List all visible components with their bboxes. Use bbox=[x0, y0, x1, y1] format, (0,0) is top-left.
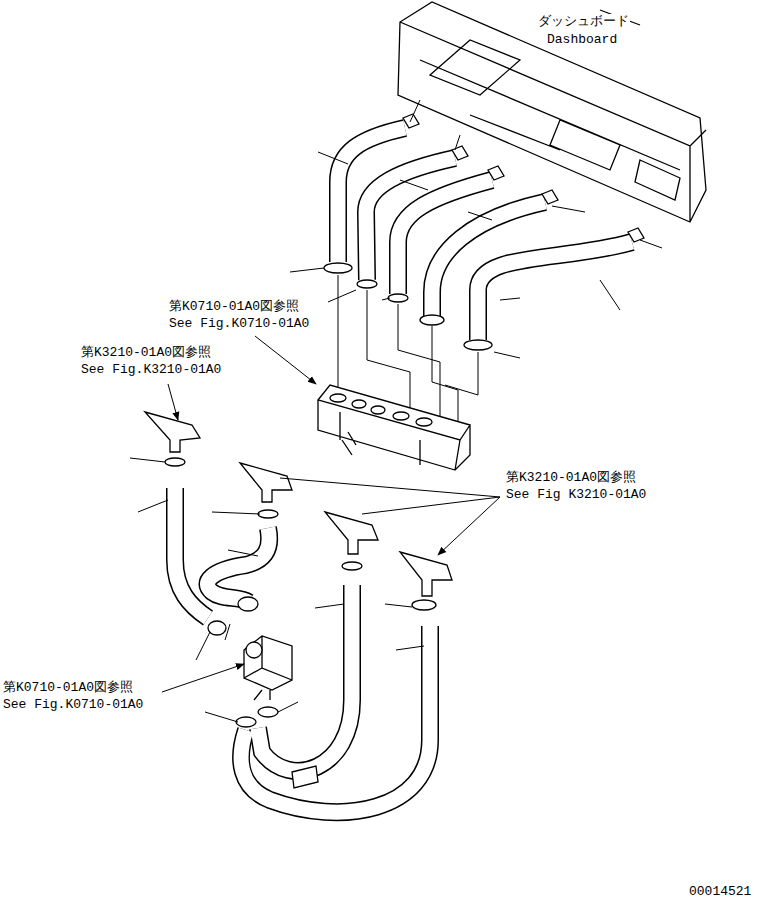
hose bbox=[478, 242, 632, 340]
valve bbox=[244, 636, 318, 788]
reference-arrow bbox=[162, 664, 244, 692]
diffusers bbox=[145, 412, 452, 596]
lower-hoses bbox=[175, 488, 430, 812]
leader-lines bbox=[130, 100, 662, 722]
reference-note: 第K3210-01A0図参照 bbox=[505, 470, 637, 486]
hose bbox=[207, 528, 269, 602]
clamps bbox=[165, 114, 644, 727]
reference-note: 第K3210-01A0図参照 bbox=[80, 345, 212, 361]
hose-fill bbox=[338, 128, 632, 340]
hose-clamp bbox=[403, 114, 644, 242]
hose bbox=[241, 626, 430, 812]
hose-outline bbox=[175, 488, 430, 812]
hose bbox=[241, 626, 430, 812]
dashboard-label: ダッシュボード bbox=[537, 14, 630, 30]
heater-unit bbox=[318, 385, 470, 470]
dashboard-label: Dashboard bbox=[546, 32, 618, 48]
reference-note: 第K0710-01A0図参照 bbox=[2, 680, 134, 696]
hose bbox=[478, 242, 632, 340]
heater-box bbox=[318, 385, 470, 470]
heater-port bbox=[330, 394, 432, 426]
reference-arrow bbox=[168, 384, 178, 420]
strap bbox=[292, 766, 318, 788]
hose-outline bbox=[338, 128, 632, 340]
hose bbox=[207, 528, 269, 602]
valve-body bbox=[244, 636, 292, 700]
reference-arrow bbox=[280, 478, 500, 555]
reference-note: See Fig.K0710-01A0 bbox=[2, 697, 144, 713]
reference-note: See Fig.K0710-01A0 bbox=[168, 316, 310, 332]
leader-line bbox=[130, 100, 662, 722]
drawing-number: 00014521 bbox=[688, 884, 752, 900]
hose-clamp bbox=[165, 458, 436, 727]
hose-fill bbox=[175, 488, 430, 812]
hose bbox=[175, 488, 208, 618]
reference-arrow bbox=[255, 336, 316, 384]
reference-note: See Fig K3210-01A0 bbox=[505, 487, 647, 503]
hose bbox=[175, 488, 208, 618]
reference-note: 第K0710-01A0図参照 bbox=[168, 299, 300, 315]
valve-knob bbox=[246, 642, 262, 658]
air-diffuser bbox=[145, 412, 452, 596]
reference-note: See Fig.K3210-01A0 bbox=[80, 362, 222, 378]
upper-hoses bbox=[338, 128, 632, 340]
hose-clamp bbox=[324, 263, 492, 350]
